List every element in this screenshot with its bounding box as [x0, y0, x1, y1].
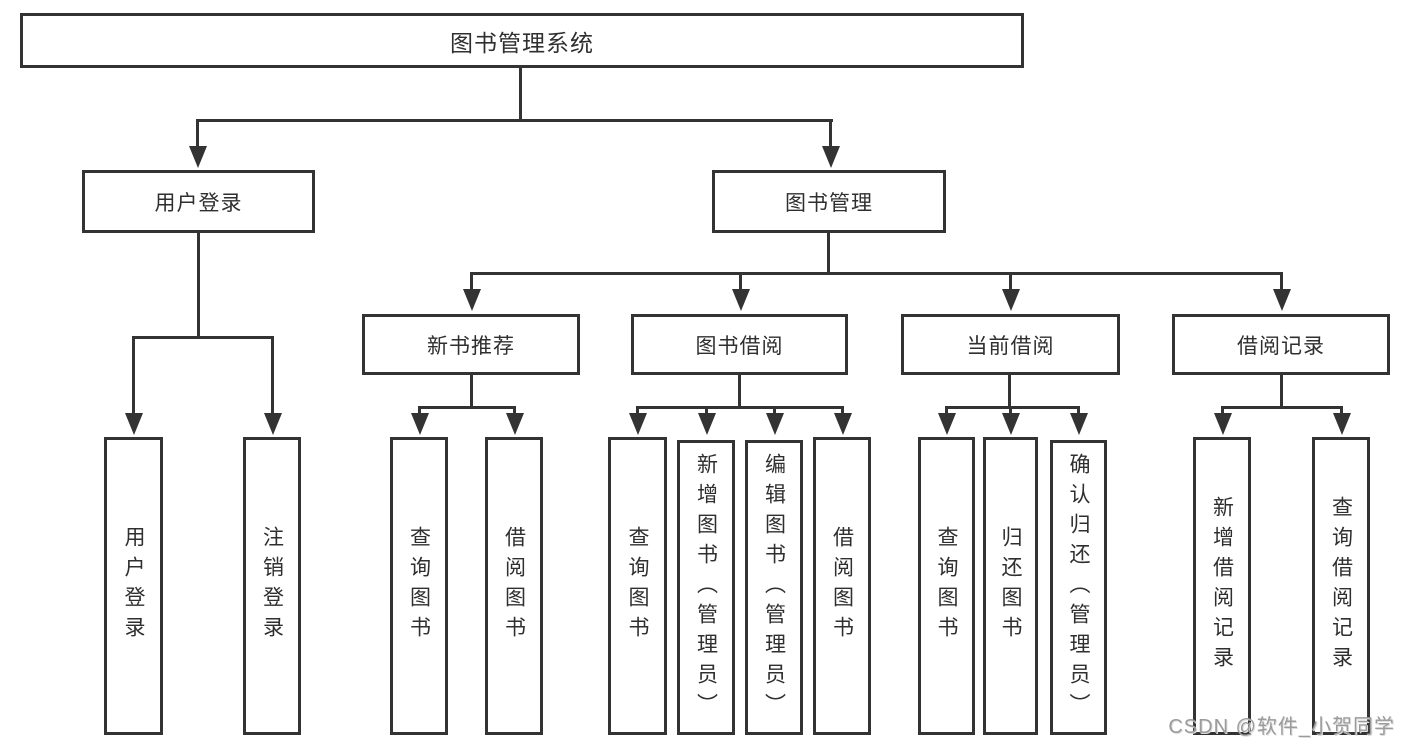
leaf-add-borrow-record-label: 新增借阅记录 — [1210, 496, 1234, 676]
leaf-user-login: 用户登录 — [104, 437, 163, 735]
arrow-to-user-login — [188, 119, 207, 168]
node-book-management: 图书管理 — [712, 170, 946, 233]
leaf-query-books-2-label: 查询图书 — [626, 526, 649, 646]
leaf-edit-book-admin-label: 编辑图书（管理员） — [762, 452, 786, 723]
leaf-confirm-return-admin: 确认归还（管理员） — [1050, 440, 1107, 735]
arrow-to-book-management — [821, 119, 840, 168]
arrow-to-confirm-return — [1069, 406, 1088, 435]
leaf-borrow-books-2: 借阅图书 — [813, 437, 871, 735]
connector-book-management-stem — [827, 233, 830, 272]
leaf-return-book-label: 归还图书 — [999, 526, 1022, 646]
leaf-query-borrow-record-label: 查询借阅记录 — [1329, 496, 1353, 676]
leaf-query-books-1-label: 查询图书 — [407, 526, 431, 646]
leaf-user-login-label: 用户登录 — [122, 526, 145, 646]
node-current-borrow: 当前借阅 — [901, 314, 1120, 375]
leaf-logout: 注销登录 — [243, 437, 301, 735]
connector-new-book-stem — [470, 375, 473, 406]
node-user-login: 用户登录 — [82, 170, 315, 233]
arrow-to-new-book-recommend — [462, 272, 481, 311]
leaf-edit-book-admin: 编辑图书（管理员） — [745, 440, 803, 735]
leaf-borrow-books-1-label: 借阅图书 — [502, 526, 526, 646]
connector-current-borrow-branch — [945, 406, 1080, 409]
leaf-query-books-3-label: 查询图书 — [935, 526, 958, 646]
arrow-to-borrow-books-2 — [833, 406, 852, 435]
connector-borrow-records-stem — [1280, 375, 1283, 406]
arrow-to-add-book — [697, 406, 716, 435]
arrow-to-edit-book — [765, 406, 784, 435]
leaf-borrow-books-2-label: 借阅图书 — [830, 526, 854, 646]
arrow-to-book-borrow — [731, 272, 750, 311]
connector-current-borrow-stem — [1008, 375, 1011, 406]
arrow-to-query-books-1 — [410, 406, 429, 435]
leaf-query-books-3: 查询图书 — [918, 437, 975, 735]
node-borrow-records: 借阅记录 — [1172, 314, 1390, 375]
leaf-add-book-admin-label: 新增图书（管理员） — [694, 452, 718, 723]
leaf-add-book-admin: 新增图书（管理员） — [677, 440, 735, 735]
connector-borrow-records-branch — [1221, 406, 1343, 409]
arrow-to-query-borrow-record — [1332, 406, 1351, 435]
leaf-borrow-books-1: 借阅图书 — [485, 437, 543, 735]
arrow-to-add-borrow-record — [1213, 406, 1232, 435]
connector-user-login-stem — [197, 233, 200, 336]
leaf-query-books-1: 查询图书 — [390, 437, 448, 735]
leaf-confirm-return-admin-label: 确认归还（管理员） — [1067, 452, 1090, 723]
arrow-to-leaf-user-login — [124, 336, 143, 435]
connector-book-management-branch — [470, 272, 1283, 275]
arrow-to-query-books-2 — [628, 406, 647, 435]
arrow-to-borrow-books-1 — [505, 406, 524, 435]
connector-book-borrow-stem — [738, 375, 741, 406]
node-new-book-recommend: 新书推荐 — [362, 314, 580, 375]
node-root: 图书管理系统 — [20, 13, 1024, 68]
leaf-logout-label: 注销登录 — [260, 526, 284, 646]
leaf-add-borrow-record: 新增借阅记录 — [1193, 437, 1251, 735]
arrow-to-leaf-logout — [263, 336, 282, 435]
watermark: CSDN @软件_小贺同学 — [1168, 716, 1395, 738]
leaf-query-borrow-record: 查询借阅记录 — [1312, 437, 1370, 735]
leaf-return-book: 归还图书 — [983, 437, 1038, 735]
arrow-to-borrow-records — [1272, 272, 1291, 311]
connector-user-login-branch — [132, 336, 274, 339]
arrow-to-query-books-3 — [937, 406, 956, 435]
connector-book-borrow-branch — [636, 406, 843, 409]
node-book-borrow: 图书借阅 — [631, 314, 848, 375]
leaf-query-books-2: 查询图书 — [608, 437, 667, 735]
connector-root-branch — [196, 119, 833, 122]
connector-new-book-branch — [418, 406, 516, 409]
connector-root-stem — [519, 68, 522, 119]
arrow-to-return-book — [1001, 406, 1020, 435]
arrow-to-current-borrow — [1001, 272, 1020, 311]
